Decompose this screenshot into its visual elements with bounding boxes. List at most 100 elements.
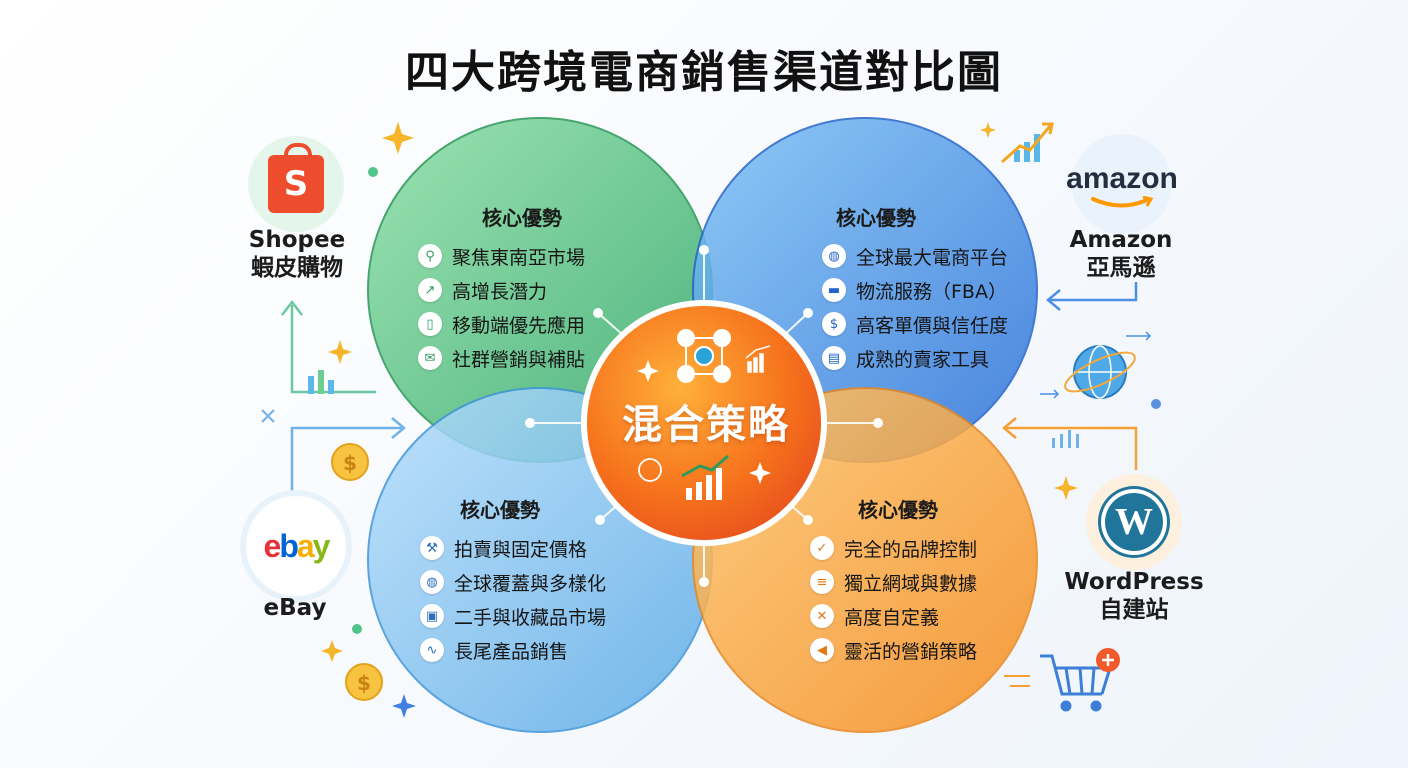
- burst-icon: [261, 409, 275, 423]
- center-label: 混合策略: [622, 402, 790, 448]
- ebay-logo-y: y: [312, 527, 331, 564]
- list-item-text: 社群營銷與補貼: [452, 348, 586, 371]
- shopee-bar-icon: [308, 370, 334, 394]
- wordpress-logo-letter: W: [1115, 501, 1153, 543]
- amazon-advantages-heading: 核心優勢: [836, 206, 916, 230]
- list-item-text: 成熟的賣家工具: [856, 348, 990, 371]
- list-item: ▬ 物流服務（FBA）: [822, 273, 1052, 307]
- ebay-logo-a: a: [296, 527, 315, 564]
- mobile-phone-icon: ▯: [418, 312, 442, 336]
- list-item: ◍ 全球覆蓋與多樣化: [420, 565, 650, 599]
- trend-chart-icon: [1001, 122, 1054, 164]
- list-item-text: 長尾產品銷售: [454, 640, 569, 663]
- svg-text:$: $: [357, 671, 371, 695]
- network-icon: [677, 329, 731, 383]
- list-item: ✉ 社群營銷與補貼: [418, 341, 638, 375]
- speed-lines-icon: [1004, 675, 1030, 687]
- bar-chart-icon: [681, 454, 729, 500]
- shopping-bag-icon: S: [268, 143, 324, 213]
- list-item: ▤ 成熟的賣家工具: [822, 341, 1052, 375]
- money-bag-icon: $: [822, 312, 846, 336]
- location-pin-icon: ⚲: [418, 244, 442, 268]
- wordpress-advantages: 核心優勢 ✓ 完全的品牌控制 ≡獨立網域與數據 ✕ 高度自定義 ◀ 靈活的營銷策略: [810, 494, 1040, 667]
- shopee-advantages-heading: 核心優勢: [482, 206, 562, 230]
- list-item: ▯ 移動端優先應用: [418, 307, 638, 341]
- ebay-arrow: [290, 417, 406, 492]
- growth-chart-icon: ↗: [418, 278, 442, 302]
- list-item: $高客單價與信任度: [822, 307, 1052, 341]
- shopee-name-line2: 蝦皮購物: [251, 255, 343, 281]
- list-item: ✓ 完全的品牌控制: [810, 531, 1040, 565]
- dollar-coin-icon: $ $: [331, 443, 383, 701]
- shield-check-icon: ✓: [810, 536, 834, 560]
- ebay-logo: ebay: [246, 496, 346, 596]
- list-item-text: 二手與收藏品市場: [454, 606, 607, 629]
- ebay-logo-b: b: [279, 527, 298, 564]
- list-item-text: 聚焦東南亞市場: [452, 246, 586, 269]
- chat-bubble-icon: ✉: [418, 346, 442, 370]
- list-item: ≡獨立網域與數據: [810, 565, 1040, 599]
- amazon-name-line1: Amazon: [1069, 227, 1173, 253]
- sparkle-star-icon: [321, 122, 1078, 662]
- wordpress-advantages-heading: 核心優勢: [858, 498, 938, 522]
- list-item-text: 全球最大電商平台: [856, 246, 1009, 269]
- shopee-logo: S: [248, 136, 344, 232]
- sparkle-icon: [637, 360, 771, 484]
- wordpress-logo: W: [1086, 474, 1182, 570]
- amazon-arrow: [1046, 282, 1138, 311]
- delivery-truck-icon: ▬: [822, 278, 846, 302]
- tools-icon: ✕: [810, 604, 834, 628]
- list-item-text: 拍賣與固定價格: [454, 538, 588, 561]
- ebay-name-line1: eBay: [263, 595, 327, 621]
- amazon-name: Amazon 亞馬遜: [1046, 226, 1196, 282]
- list-item-text: 全球覆蓋與多樣化: [454, 572, 607, 595]
- decor-dots: [352, 167, 1161, 634]
- shopee-arrow: [281, 299, 376, 394]
- amazon-smile-icon: [1091, 196, 1154, 208]
- add-badge-icon: [1096, 648, 1120, 672]
- connector-dots: [525, 245, 883, 587]
- ebay-advantages-heading: 核心優勢: [460, 498, 540, 522]
- amazon-advantages: 核心優勢 ◍ 全球最大電商平台 ▬ 物流服務（FBA） $高客單價與信任度 ▤ 成熟的…: [822, 202, 1052, 375]
- coin-refresh-icon: [638, 458, 662, 482]
- database-icon: ≡: [810, 570, 834, 594]
- list-item: ◀ 靈活的營銷策略: [810, 633, 1040, 667]
- list-item: ◍ 全球最大電商平台: [822, 239, 1052, 273]
- list-item: ✕ 高度自定義: [810, 599, 1040, 633]
- list-item: ▣ 二手與收藏品市場: [420, 599, 650, 633]
- list-item-text: 移動端優先應用: [452, 314, 586, 337]
- shopee-advantages: 核心優勢 ⚲ 聚焦東南亞市場 ↗ 高增長潛力 ▯ 移動端優先應用 ✉ 社群營銷與補貼: [418, 202, 638, 375]
- center-circle: [581, 300, 827, 546]
- megaphone-icon: ◀: [810, 638, 834, 662]
- box-icon: ▣: [420, 604, 444, 628]
- ebay-logo-e: e: [263, 527, 282, 564]
- toolbox-icon: ▤: [822, 346, 846, 370]
- page-title: 四大跨境電商銷售渠道對比圖: [405, 47, 1003, 98]
- globe-decor-icon: [1064, 345, 1136, 399]
- list-item-text: 物流服務（FBA）: [856, 280, 1007, 303]
- amazon-name-line2: 亞馬遜: [1086, 255, 1156, 281]
- shopee-logo-letter: S: [283, 164, 309, 204]
- wordpress-name-line2: 自建站: [1099, 597, 1169, 623]
- list-item-text: 高度自定義: [844, 606, 940, 629]
- amazon-logo-text: amazon: [1066, 162, 1178, 195]
- list-item-text: 靈活的營銷策略: [844, 640, 978, 663]
- list-item: ∿ 長尾產品銷售: [420, 633, 650, 667]
- svg-text:$: $: [343, 451, 357, 475]
- amazon-logo: amazon: [1066, 134, 1178, 234]
- shopee-name-line1: Shopee: [248, 227, 346, 253]
- globe-icon: ◍: [822, 244, 846, 268]
- ebay-name: eBay: [220, 594, 370, 622]
- list-item-text: 高增長潛力: [452, 280, 548, 303]
- long-tail-curve-icon: ∿: [420, 638, 444, 662]
- wordpress-arrow: [1002, 417, 1138, 470]
- blue-sparkle-icon: [392, 694, 416, 718]
- globe-icon: ◍: [420, 570, 444, 594]
- list-item: ↗ 高增長潛力: [418, 273, 638, 307]
- ebay-advantages: 核心優勢 ⚒ 拍賣與固定價格 ◍ 全球覆蓋與多樣化 ▣ 二手與收藏品市場 ∿ 長尾產品銷…: [420, 494, 650, 667]
- wordpress-w-icon: W: [1101, 489, 1167, 555]
- gavel-icon: ⚒: [420, 536, 444, 560]
- wordpress-name: WordPress 自建站: [1044, 568, 1224, 624]
- list-item-text: 完全的品牌控制: [844, 538, 978, 561]
